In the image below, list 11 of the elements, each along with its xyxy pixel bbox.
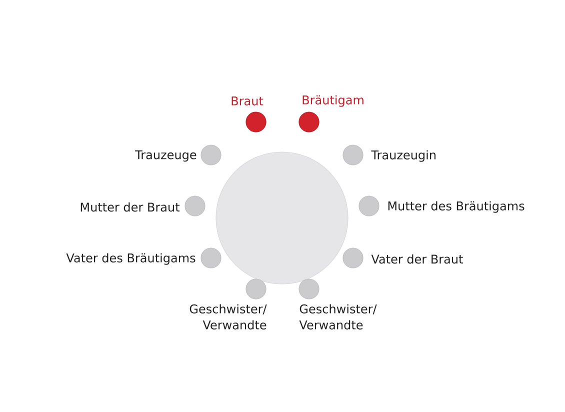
guest-name: Trauzeuge: [135, 150, 196, 162]
guest-name: Trauzeugin: [371, 150, 436, 162]
guest-name: Mutter des Bräutigams: [388, 201, 524, 213]
round-table: [216, 152, 348, 284]
guest-name: Vater der Braut: [371, 254, 463, 264]
guest-name: Vater des Bräutigams: [66, 253, 196, 265]
guest-name: Mutter der Braut: [80, 202, 180, 212]
guest-name: Geschwister/ Verwandte: [299, 304, 377, 330]
guest-name: Geschwister/ Verwandte: [190, 304, 267, 330]
guest-name: Braut: [232, 96, 264, 106]
guest-name: Bräutigam: [302, 95, 364, 107]
